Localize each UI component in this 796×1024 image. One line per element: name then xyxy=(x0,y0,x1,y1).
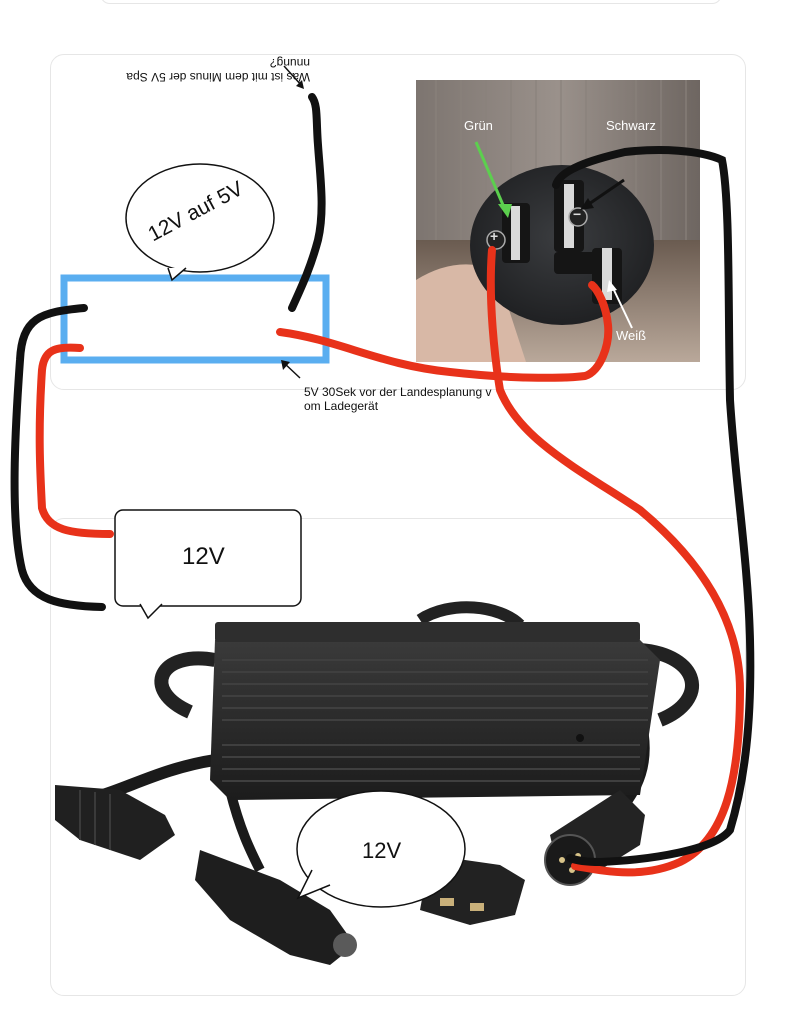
wire-black-left xyxy=(10,304,106,611)
question-line-2: nnung? xyxy=(269,56,310,70)
pin-label-gruen: Grün xyxy=(464,118,493,133)
converter-bubble xyxy=(125,163,275,273)
plus-symbol: + xyxy=(490,228,499,244)
car-plug-label: 12V xyxy=(362,838,402,863)
wire-red-white-pin xyxy=(276,281,613,382)
voltage-note: 5V 30Sek vor der Landesplanung v om Lade… xyxy=(304,385,519,413)
wire-red-left xyxy=(35,343,114,538)
question-line-1: Was ist mit dem Minus der 5V Spa xyxy=(126,70,310,84)
pin-label-schwarz: Schwarz xyxy=(606,118,656,133)
charger-input-label: 12V xyxy=(182,543,225,570)
wire-red-green-pin xyxy=(486,246,745,877)
converter-box xyxy=(60,274,330,364)
voltage-note-line-1: 5V 30Sek vor der Landesplanung v xyxy=(304,385,492,399)
car-plug-bubble xyxy=(296,790,466,908)
question-note: Was ist mit dem Minus der 5V Spa nnung? xyxy=(100,56,310,84)
minus-symbol: − xyxy=(573,206,582,222)
question-arrow xyxy=(283,65,303,87)
white-arrow xyxy=(611,285,633,329)
wire-black-minus xyxy=(288,93,326,312)
voltage-note-line-2: om Ladegerät xyxy=(304,399,379,413)
wire-black-schwarz xyxy=(552,146,755,867)
pin-label-weiss: Weiß xyxy=(616,328,647,343)
charger-input-bubble xyxy=(114,509,302,607)
connector-photo: Grün Schwarz Weiß + − xyxy=(416,80,700,362)
black-arrow xyxy=(585,178,625,208)
connector-photo-drawing xyxy=(416,80,700,362)
green-arrow xyxy=(474,141,508,213)
